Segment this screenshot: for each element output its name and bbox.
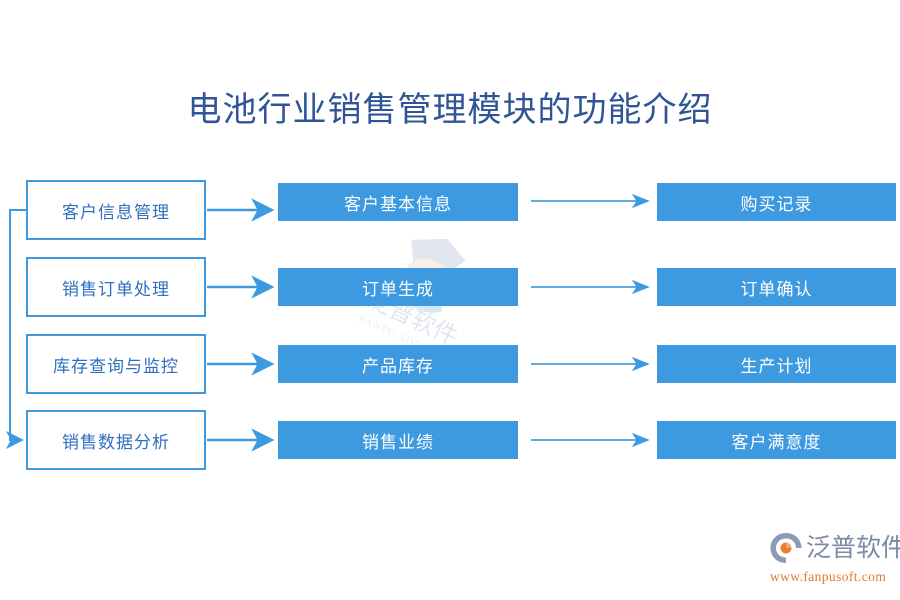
stage2-box-purchase-record[interactable]: 购买记录	[657, 183, 896, 221]
brand-url: www.fanpusoft.com	[770, 569, 887, 584]
module-box-inventory[interactable]: 库存查询与监控	[26, 334, 206, 394]
stage2-box-customer-satisfaction[interactable]: 客户满意度	[657, 421, 896, 459]
stage1-box-product-inventory[interactable]: 产品库存	[278, 345, 518, 383]
fanpu-swirl-icon	[768, 530, 804, 566]
stage2-box-production-plan[interactable]: 生产计划	[657, 345, 896, 383]
left-spine-connector	[6, 209, 26, 449]
stage1-box-sales-performance[interactable]: 销售业绩	[278, 421, 518, 459]
module-box-sales-analysis[interactable]: 销售数据分析	[26, 410, 206, 470]
stage1-box-customer-basic-info[interactable]: 客户基本信息	[278, 183, 518, 221]
brand-logo: 泛普软件 www.fanpusoft.com	[768, 528, 900, 590]
module-box-customer-info[interactable]: 客户信息管理	[26, 180, 206, 240]
module-box-sales-order[interactable]: 销售订单处理	[26, 257, 206, 317]
brand-name: 泛普软件	[806, 534, 900, 562]
stage1-box-order-generation[interactable]: 订单生成	[278, 268, 518, 306]
page-title: 电池行业销售管理模块的功能介绍	[187, 91, 713, 129]
stage2-box-order-confirm[interactable]: 订单确认	[657, 268, 896, 306]
